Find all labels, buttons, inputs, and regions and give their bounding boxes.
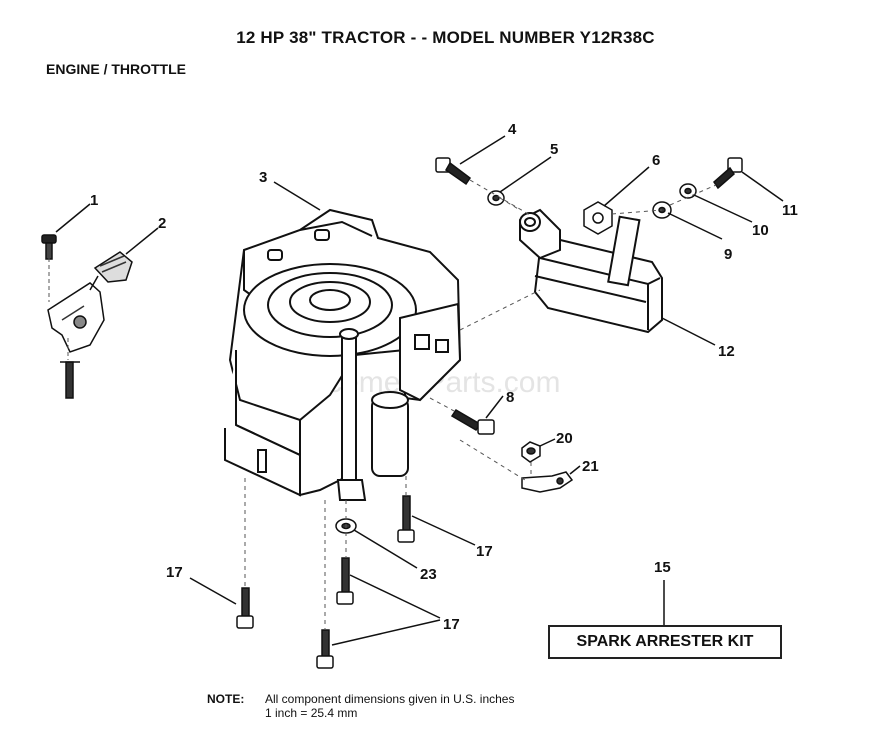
part-11-bolt (713, 157, 743, 190)
callout-12: 12 (718, 343, 735, 360)
part-17-bolt-d (316, 629, 334, 669)
part-5-washer (487, 190, 505, 206)
assembly-dashed-lines (244, 179, 717, 630)
page-title: 12 HP 38" TRACTOR - - MODEL NUMBER Y12R3… (236, 28, 655, 47)
callout-4: 4 (508, 121, 517, 138)
part-20-nut (521, 441, 541, 463)
note-label: NOTE: (207, 692, 245, 706)
note-lines: All component dimensions given in U.S. i… (265, 692, 514, 720)
callout-23: 23 (420, 566, 437, 583)
callout-9: 9 (724, 246, 732, 263)
part-2-throttle-bracket (47, 251, 133, 399)
part-6-gasket (583, 201, 613, 235)
part-17-bolt-b (236, 587, 254, 629)
part-1-screw (41, 234, 57, 260)
callout-17-bottom: 17 (443, 616, 460, 633)
callout-2: 2 (158, 215, 166, 232)
part-12-muffler (519, 208, 663, 334)
note-line-1: All component dimensions given in U.S. i… (265, 692, 515, 706)
callout-8: 8 (506, 389, 514, 406)
callout-10: 10 (752, 222, 769, 239)
callout-17-left: 17 (166, 564, 183, 581)
callout-11: 11 (782, 202, 798, 219)
callout-1: 1 (90, 192, 98, 209)
callout-3: 3 (259, 169, 267, 186)
callout-21: 21 (582, 458, 599, 475)
callout-5: 5 (550, 141, 558, 158)
part-10-washer (679, 183, 697, 199)
callout-15: 15 (654, 559, 671, 576)
part-3-engine (224, 208, 462, 501)
callout-20: 20 (556, 430, 573, 447)
section-subtitle: ENGINE / THROTTLE (46, 61, 186, 77)
part-17-bolt-c (336, 557, 354, 605)
part-21-clamp (521, 471, 574, 493)
part-8-bolt (450, 408, 495, 435)
part-4-bolt (435, 157, 472, 186)
spark-arrester-kit-label: SPARK ARRESTER KIT (548, 625, 782, 659)
callout-17-right: 17 (476, 543, 493, 560)
part-17-bolt-a (397, 495, 415, 543)
note-line-2: 1 inch = 25.4 mm (265, 706, 358, 720)
callout-leader-lines (55, 135, 784, 646)
callout-6: 6 (652, 152, 660, 169)
note-block: NOTE: All component dimensions given in … (207, 692, 514, 720)
